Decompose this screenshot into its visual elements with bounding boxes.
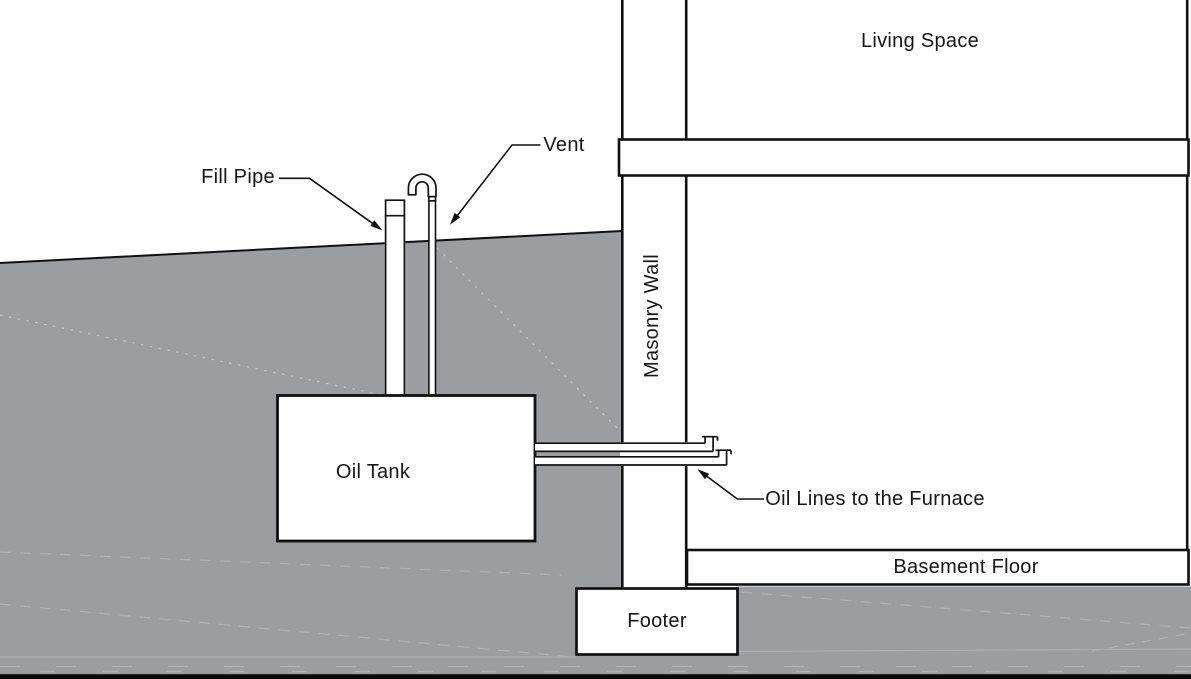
oil-lines-leader-arrow — [697, 469, 764, 500]
first-floor-slab — [617, 138, 1190, 177]
bottom-ground-bar — [0, 674, 1191, 679]
oil-line-upper — [535, 435, 719, 453]
fill-pipe-leader-arrow — [279, 177, 383, 231]
soil-texture-lines — [0, 247, 1191, 673]
living-space-label: Living Space — [860, 30, 980, 52]
basement-floor-slab — [685, 548, 1190, 586]
footer-box — [575, 587, 739, 656]
fill-pipe-shape — [384, 199, 406, 396]
vent-pipe-shape — [407, 173, 437, 395]
oil-tank-label: Oil Tank — [335, 461, 411, 483]
ground-surface-line — [0, 230, 623, 264]
vent-hook — [407, 173, 437, 198]
fill-pipe-label: Fill Pipe — [201, 166, 275, 188]
oil-lines-to-furnace-label: Oil Lines to the Furnace — [765, 488, 985, 510]
vent-leader-arrow — [450, 144, 541, 225]
masonry-wall-label: Masonry Wall — [641, 254, 663, 378]
vent-label: Vent — [543, 134, 585, 156]
oil-tank-box — [276, 394, 537, 543]
oil-line-lower — [535, 449, 732, 466]
basement-floor-label: Basement Floor — [893, 556, 1039, 578]
footer-label: Footer — [627, 610, 687, 632]
soil-fill — [0, 231, 1191, 679]
masonry-wall-shape — [621, 0, 688, 589]
